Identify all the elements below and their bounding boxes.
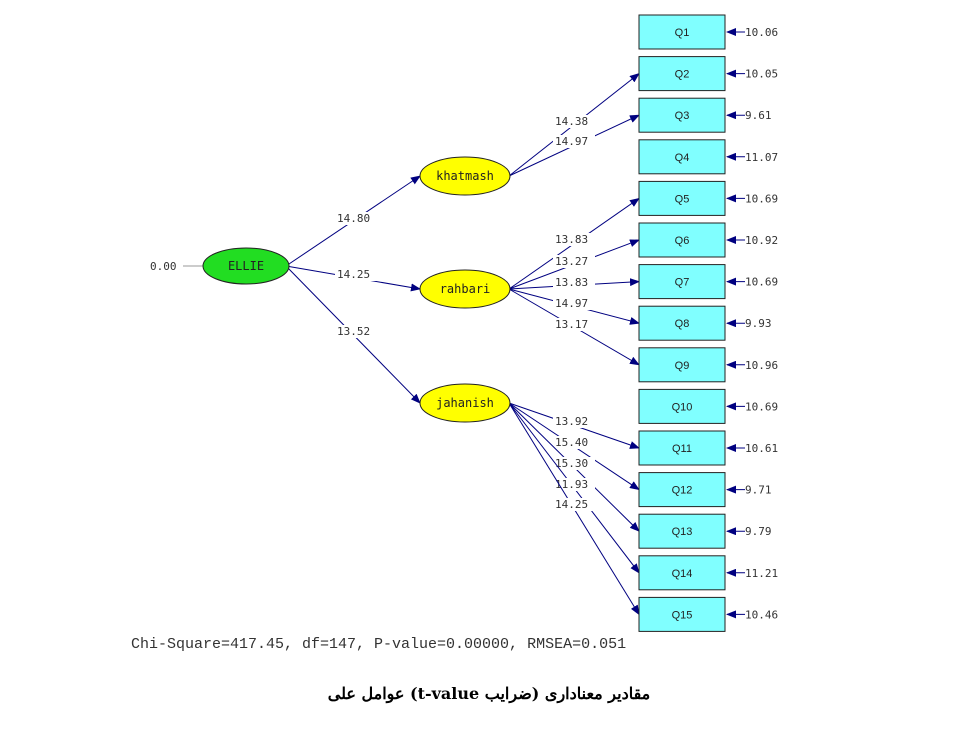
error-variance-label: 10.69 [745,276,778,289]
label-bg [553,498,595,511]
error-variance-label: 11.21 [745,567,778,580]
observed-box-q12 [638,472,726,508]
observed-box-q2 [638,56,726,92]
fit-statistics: Chi-Square=417.45, df=147, P-value=0.000… [131,636,627,653]
label-bg [553,233,595,246]
observed-box-q5 [638,180,726,216]
error-variance-label: 11.07 [745,151,778,164]
observed-label: Q14 [672,568,693,580]
label-bg [335,212,377,225]
label-bg [335,325,377,338]
structural-t-value: 13.52 [337,325,370,338]
loading-t-value: 13.83 [555,233,588,246]
label-bg [335,268,377,281]
error-variance-label: 10.61 [745,442,778,455]
factor-rahbari [419,269,511,309]
loading-t-value: 13.27 [555,255,588,268]
observed-label: Q7 [675,277,690,289]
error-variance-label: 10.92 [745,234,778,247]
label-bg [553,318,595,331]
factor-label: rahbari [440,282,491,296]
root-variance-label: 0.00 [150,260,177,273]
figure-caption: مقادیر معناداری (ضرایب t-value) عوامل عل… [327,684,651,703]
factor-jahanish [419,383,511,423]
error-variance-label: 10.06 [745,26,778,39]
label-bg [553,478,595,491]
loading-t-value: 14.25 [555,498,588,511]
structural-t-value: 14.25 [337,268,370,281]
error-variance-label: 10.46 [745,608,778,621]
observed-box-q14 [638,555,726,591]
observed-box-q9 [638,347,726,383]
loading-t-value: 14.38 [555,115,588,128]
factor-label: jahanish [436,396,494,410]
observed-label: Q13 [672,526,693,538]
observed-box-q3 [638,97,726,133]
label-bg [553,115,595,128]
factor-khatmash [419,156,511,196]
factor-label: khatmash [436,169,494,183]
label-bg [553,415,595,428]
observed-box-q1 [638,14,726,50]
error-variance-label: 9.79 [745,525,772,538]
error-variance-label: 9.93 [745,317,772,330]
loading-t-value: 14.97 [555,297,588,310]
observed-label: Q4 [675,152,690,164]
structural-t-value: 14.80 [337,212,370,225]
observed-box-q10 [638,388,726,424]
loading-t-value: 15.30 [555,457,588,470]
observed-box-q15 [638,596,726,632]
error-variance-label: 10.69 [745,192,778,205]
observed-label: Q1 [675,27,690,39]
observed-box-q7 [638,264,726,300]
observed-box-q11 [638,430,726,466]
observed-box-q8 [638,305,726,341]
root-factor-ellie [202,247,290,285]
loading-t-value: 13.92 [555,415,588,428]
label-bg [553,255,595,268]
observed-label: Q12 [672,485,693,497]
error-variance-label: 10.96 [745,359,778,372]
observed-label: Q5 [675,193,690,205]
observed-label: Q10 [672,401,693,413]
loading-t-value: 15.40 [555,436,588,449]
error-variance-label: 9.61 [745,109,772,122]
loading-t-value: 13.83 [555,276,588,289]
path-diagram: 14.80 14.38 14.97 14.25 13.83 13.27 13.83 14.97… [150,14,778,632]
label-bg [553,276,595,289]
observed-label: Q3 [675,110,690,122]
observed-box-q13 [638,513,726,549]
loading-t-value: 14.97 [555,135,588,148]
observed-label: Q15 [672,609,693,621]
label-bg [553,436,595,449]
label-bg [553,297,595,310]
error-variance-label: 9.71 [745,484,772,497]
observed-box-q6 [638,222,726,258]
observed-label: Q9 [675,360,690,372]
observed-box-q4 [638,139,726,175]
observed-label: Q8 [675,318,690,330]
label-bg [553,457,595,470]
loading-t-value: 11.93 [555,478,588,491]
error-variance-label: 10.69 [745,400,778,413]
root-factor-label: ELLIE [228,259,264,273]
label-bg [553,135,595,148]
loading-t-value: 13.17 [555,318,588,331]
observed-label: Q6 [675,235,690,247]
error-variance-label: 10.05 [745,68,778,81]
observed-label: Q2 [675,69,690,81]
observed-label: Q11 [672,443,692,455]
